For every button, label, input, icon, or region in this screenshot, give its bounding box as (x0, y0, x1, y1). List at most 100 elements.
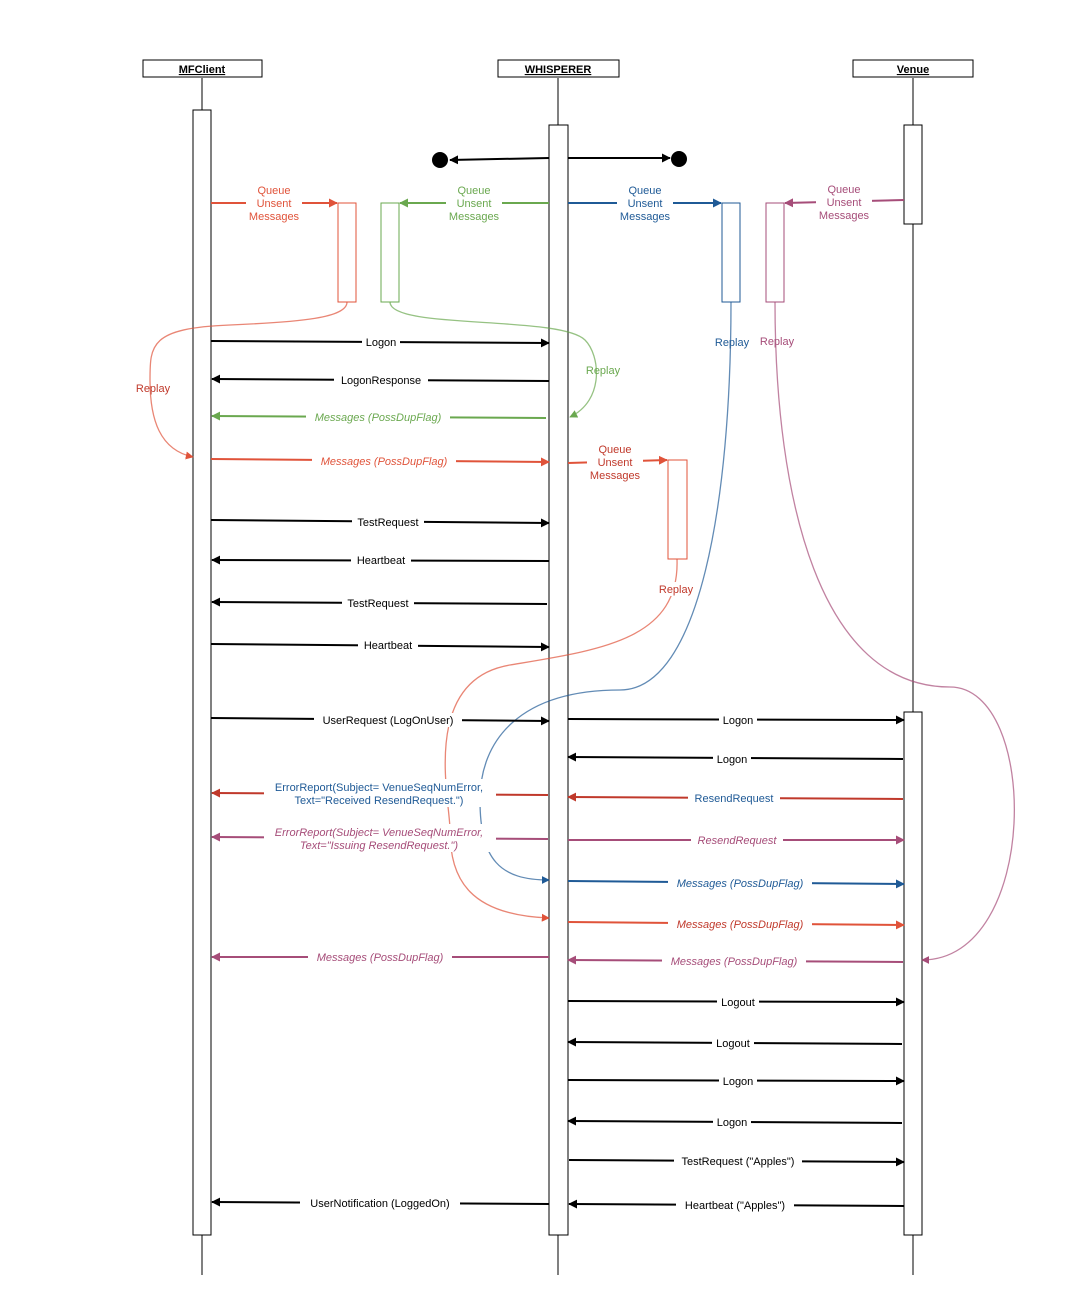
replay-label-whisperer-client: Replay (586, 365, 621, 377)
msg-messages-green: Messages (PossDupFlag) (306, 410, 450, 424)
queue-label-whisperer-client: Queue Unsent Messages (446, 183, 502, 223)
activation-client (192, 109, 212, 1236)
queue-box-whisperer-client (380, 202, 400, 303)
activation-venue-main (903, 711, 923, 1236)
activation-whisperer (548, 124, 569, 1236)
replay-curve-client (149, 301, 348, 460)
msg-messages-green-text: Messages (PossDupFlag) (315, 412, 442, 424)
msg-logonresponse: LogonResponse (334, 373, 428, 387)
replay-curve-whisperer-late (444, 558, 678, 922)
replay-label-whisperer-late: Replay (655, 582, 697, 596)
msg-errorreport-received-line1: ErrorReport(Subject= VenueSeqNumError, (275, 782, 483, 794)
msg-logon-4: Logon (719, 1074, 757, 1088)
msg-testrequest-apples-text: TestRequest ("Apples") (682, 1156, 795, 1168)
msg-messages-purple-2: Messages (PossDupFlag) (662, 954, 806, 968)
msg-heartbeat-2-text: Heartbeat (364, 640, 412, 652)
msg-heartbeat-1: Heartbeat (351, 553, 411, 567)
msg-resendrequest-1: ResendRequest (688, 791, 780, 805)
msg-logon-3-text: Logon (717, 754, 748, 766)
queue-box-whisperer-venue (721, 202, 741, 303)
msg-heartbeat-apples: Heartbeat ("Apples") (676, 1198, 794, 1212)
actor-venue: Venue (852, 59, 974, 78)
msg-messages-blue: Messages (PossDupFlag) (668, 876, 812, 890)
msg-errorreport-issuing: ErrorReport(Subject= VenueSeqNumError, T… (264, 824, 496, 852)
msg-testrequest-2-text: TestRequest (347, 598, 408, 610)
queue-label-line3: Messages (819, 210, 870, 222)
actor-whisperer-label: WHISPERER (525, 64, 592, 76)
msg-logout-2: Logout (712, 1036, 754, 1050)
queue-label-line1: Queue (457, 185, 490, 197)
queue-label-line2: Unsent (457, 198, 492, 210)
queue-label-line1: Queue (628, 185, 661, 197)
replay-label-client: Replay (136, 383, 171, 395)
queue-box-whisperer-late (667, 459, 688, 560)
activation-venue-top (903, 124, 923, 225)
msg-messages-orange-1: Messages (PossDupFlag) (312, 454, 456, 468)
msg-messages-orange-2: Messages (PossDupFlag) (668, 917, 812, 931)
labels: Queue Unsent Messages Queue Unsent Messa… (136, 182, 872, 1212)
msg-logon-2: Logon (719, 713, 757, 727)
replay-curve-whisperer-client (389, 301, 598, 418)
queue-box-client (337, 202, 357, 303)
queue-label-whisperer-late: Queue Unsent Messages (587, 442, 643, 482)
msg-resendrequest-2-text: ResendRequest (698, 835, 778, 847)
msg-logon-5: Logon (713, 1115, 751, 1129)
msg-logon-1: Logon (362, 335, 400, 349)
queue-label-line1: Queue (257, 185, 290, 197)
msg-heartbeat-apples-text: Heartbeat ("Apples") (685, 1200, 785, 1212)
msg-logon-5-text: Logon (717, 1117, 748, 1129)
msg-userrequest-text: UserRequest (LogOnUser) (323, 715, 454, 727)
msg-usernotification-text: UserNotification (LoggedOn) (310, 1198, 449, 1210)
msg-errorreport-received: ErrorReport(Subject= VenueSeqNumError, T… (264, 779, 496, 807)
actor-whisperer: WHISPERER (497, 59, 620, 78)
msg-logon-2-text: Logon (723, 715, 754, 727)
msg-testrequest-1-text: TestRequest (357, 517, 418, 529)
msg-messages-purple-1-text: Messages (PossDupFlag) (317, 952, 444, 964)
msg-messages-orange-1-text: Messages (PossDupFlag) (321, 456, 448, 468)
msg-messages-orange-2-text: Messages (PossDupFlag) (677, 919, 804, 931)
msg-userrequest: UserRequest (LogOnUser) (314, 713, 462, 727)
msg-messages-purple-1: Messages (PossDupFlag) (308, 950, 452, 964)
queue-label-line1: Queue (827, 184, 860, 196)
msg-logout-1: Logout (717, 995, 759, 1009)
msg-logonresponse-text: LogonResponse (341, 375, 421, 387)
msg-errorreport-received-line2: Text="Received ResendRequest.") (295, 795, 464, 807)
msg-testrequest-apples: TestRequest ("Apples") (674, 1154, 802, 1168)
replay-label-venue: Replay (760, 336, 795, 348)
msg-usernotification: UserNotification (LoggedOn) (300, 1196, 460, 1210)
queue-label-line2: Unsent (598, 457, 633, 469)
queue-label-line3: Messages (249, 211, 300, 223)
msg-resendrequest-2: ResendRequest (691, 833, 783, 847)
queue-label-line3: Messages (449, 211, 500, 223)
actor-client: MFClient (142, 59, 263, 78)
queue-label-line3: Messages (590, 470, 641, 482)
queue-label-line2: Unsent (827, 197, 862, 209)
queue-box-venue (765, 202, 785, 303)
queue-label-line1: Queue (598, 444, 631, 456)
replay-label-whisperer-venue: Replay (715, 337, 750, 349)
start-lost-arrows (432, 151, 687, 168)
msg-messages-purple-2-text: Messages (PossDupFlag) (671, 956, 798, 968)
queue-label-line3: Messages (620, 211, 671, 223)
msg-heartbeat-1-text: Heartbeat (357, 555, 405, 567)
replay-label-text: Replay (659, 584, 694, 596)
queue-label-client: Queue Unsent Messages (246, 183, 302, 223)
msg-resendrequest-1-text: ResendRequest (695, 793, 774, 805)
actor-venue-label: Venue (897, 64, 929, 76)
msg-logon-4-text: Logon (723, 1076, 754, 1088)
msg-heartbeat-2: Heartbeat (358, 638, 418, 652)
msg-testrequest-2: TestRequest (342, 596, 414, 610)
msg-logon-1-text: Logon (366, 337, 397, 349)
queue-label-line2: Unsent (628, 198, 663, 210)
msg-logout-1-text: Logout (721, 997, 755, 1009)
queue-label-whisperer-venue: Queue Unsent Messages (617, 183, 673, 223)
replay-curve-venue (774, 301, 1015, 964)
queue-label-venue: Queue Unsent Messages (816, 182, 872, 222)
queue-label-line2: Unsent (257, 198, 292, 210)
msg-logout-2-text: Logout (716, 1038, 750, 1050)
msg-errorreport-issuing-line1: ErrorReport(Subject= VenueSeqNumError, (275, 827, 483, 839)
msg-errorreport-issuing-line2: Text="Issuing ResendRequest.") (300, 840, 458, 852)
msg-messages-blue-text: Messages (PossDupFlag) (677, 878, 804, 890)
msg-testrequest-1: TestRequest (352, 515, 424, 529)
